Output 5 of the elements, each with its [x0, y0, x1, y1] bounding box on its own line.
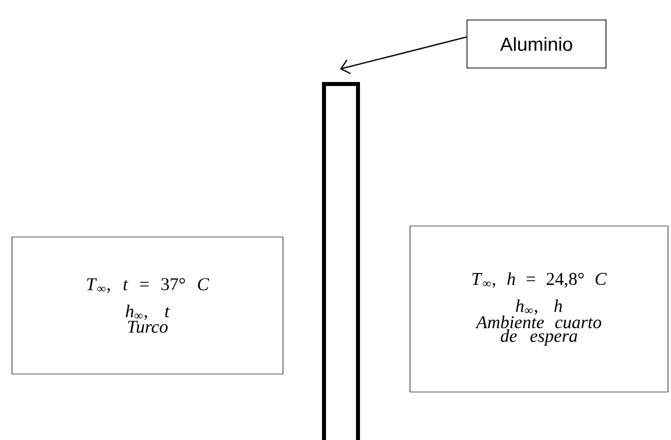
arrow	[340, 36, 467, 74]
condition-box: T$_{∞}$, t = 37° C h$_{∞}$, t Turco	[12, 236, 284, 374]
label-box: Aluminio	[466, 20, 606, 68]
condition-box: T$_{∞}$, h = 24,8° C h$_{∞}$, h Ambiente cuarto de espera	[410, 226, 668, 392]
plate-bar	[322, 82, 360, 440]
